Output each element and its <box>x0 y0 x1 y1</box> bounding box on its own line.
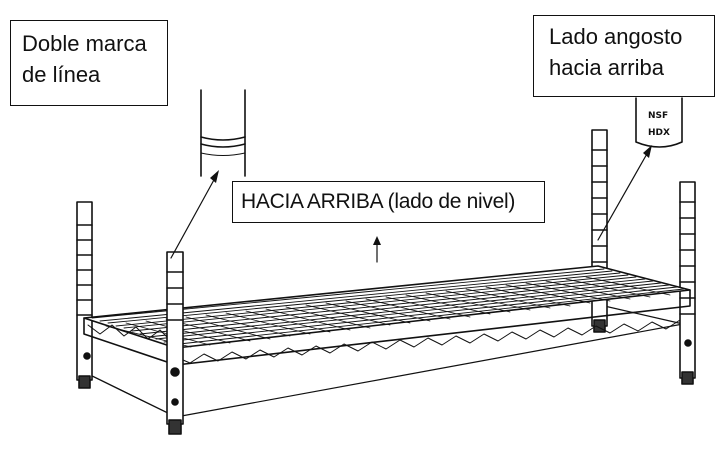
post-detail <box>200 89 246 177</box>
front-left-post <box>83 251 184 435</box>
callout-up-level-side-text: HACIA ARRIBA (lado de nivel) <box>241 190 516 213</box>
callout-double-line-mark-line1: Doble marca <box>22 31 147 56</box>
sleeve-detail <box>635 97 683 148</box>
sleeve-marking-hdx: HDX <box>648 128 670 138</box>
pointer-arrows <box>170 145 652 263</box>
callout-narrow-side-up-line1: Lado angosto <box>549 24 683 49</box>
callout-double-line-mark-line2: de línea <box>22 62 101 87</box>
callout-double-line-mark: Doble marca de línea <box>10 20 168 106</box>
callout-narrow-side-up-line2: hacia arriba <box>549 55 664 80</box>
callout-narrow-side-up: Lado angosto hacia arriba <box>533 15 715 97</box>
callout-up-level-side: HACIA ARRIBA (lado de nivel) <box>232 181 545 223</box>
back-right-post <box>591 129 608 333</box>
sleeve-marking-nsf: NSF <box>648 111 668 121</box>
front-right-post <box>679 181 696 385</box>
back-left-post <box>76 201 93 389</box>
